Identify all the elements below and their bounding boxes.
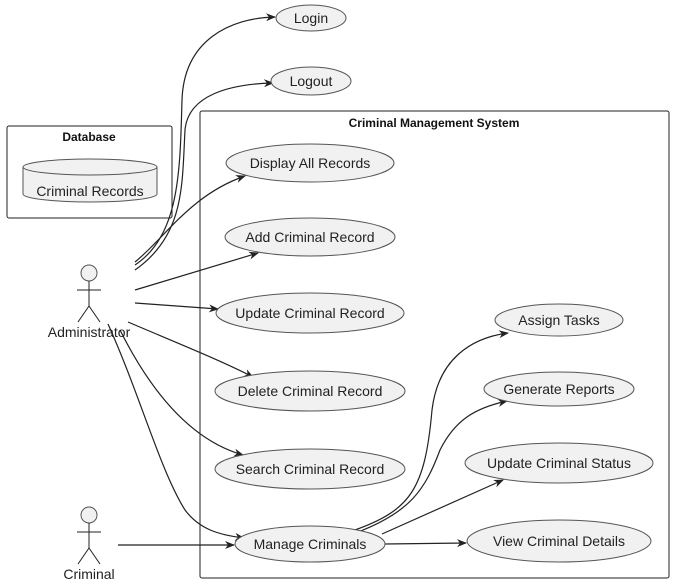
use-case-logout-label: Logout xyxy=(290,73,333,89)
stick-figure-icon xyxy=(77,264,101,323)
use-case-manage-label: Manage Criminals xyxy=(254,536,367,552)
use-case-display-all: Display All Records xyxy=(225,143,395,183)
arrow-manage-assign xyxy=(354,330,509,531)
use-case-add-label: Add Criminal Record xyxy=(245,229,374,245)
use-case-delete: Delete Criminal Record xyxy=(214,370,406,412)
arrow-admin-add xyxy=(134,251,259,291)
use-case-delete-label: Delete Criminal Record xyxy=(238,383,383,399)
use-case-login-label: Login xyxy=(294,10,328,26)
database-store-label: Criminal Records xyxy=(36,183,143,199)
use-case-login: Login xyxy=(275,4,347,32)
use-case-details: View Criminal Details xyxy=(466,519,652,563)
arrow-admin-search xyxy=(119,329,244,457)
actor-criminal: Criminal xyxy=(63,506,115,582)
use-case-assign-label: Assign Tasks xyxy=(518,312,599,328)
connectors xyxy=(107,13,509,549)
use-case-update-label: Update Criminal Record xyxy=(235,305,384,321)
use-case-details-label: View Criminal Details xyxy=(493,533,625,549)
use-case-search-label: Search Criminal Record xyxy=(236,461,385,477)
use-case-reports: Generate Reports xyxy=(483,371,635,407)
use-case-display-all-label: Display All Records xyxy=(250,155,371,171)
arrow-admin-display xyxy=(134,175,246,263)
stick-figure-icon xyxy=(77,506,101,565)
use-case-manage: Manage Criminals xyxy=(234,525,386,563)
use-case-assign: Assign Tasks xyxy=(494,303,624,337)
database-package: Database Criminal Records xyxy=(6,125,173,219)
actor-administrator-label: Administrator xyxy=(48,324,131,340)
arrow-manage-details xyxy=(384,539,467,548)
actor-administrator: Administrator xyxy=(48,264,131,340)
arrow-manage-status xyxy=(381,479,504,535)
system-title: Criminal Management System xyxy=(349,116,520,130)
arrow-admin-update xyxy=(134,302,219,313)
system-boundary: Criminal Management System xyxy=(199,110,670,579)
use-case-add: Add Criminal Record xyxy=(224,217,396,257)
use-case-status-label: Update Criminal Status xyxy=(487,455,631,471)
use-case-reports-label: Generate Reports xyxy=(503,381,614,397)
database-title: Database xyxy=(62,130,116,144)
arrow-admin-login xyxy=(134,13,276,266)
use-case-status: Update Criminal Status xyxy=(464,442,654,484)
actor-criminal-label: Criminal xyxy=(63,566,114,582)
use-case-search: Search Criminal Record xyxy=(214,448,406,490)
arrow-admin-logout xyxy=(134,79,274,271)
arrow-manage-reports xyxy=(357,399,508,533)
arrow-admin-delete xyxy=(127,321,254,378)
arrow-admin-manage xyxy=(107,323,245,541)
use-case-logout: Logout xyxy=(270,66,352,96)
use-case-update: Update Criminal Record xyxy=(215,292,405,334)
database-store-icon xyxy=(22,158,158,203)
